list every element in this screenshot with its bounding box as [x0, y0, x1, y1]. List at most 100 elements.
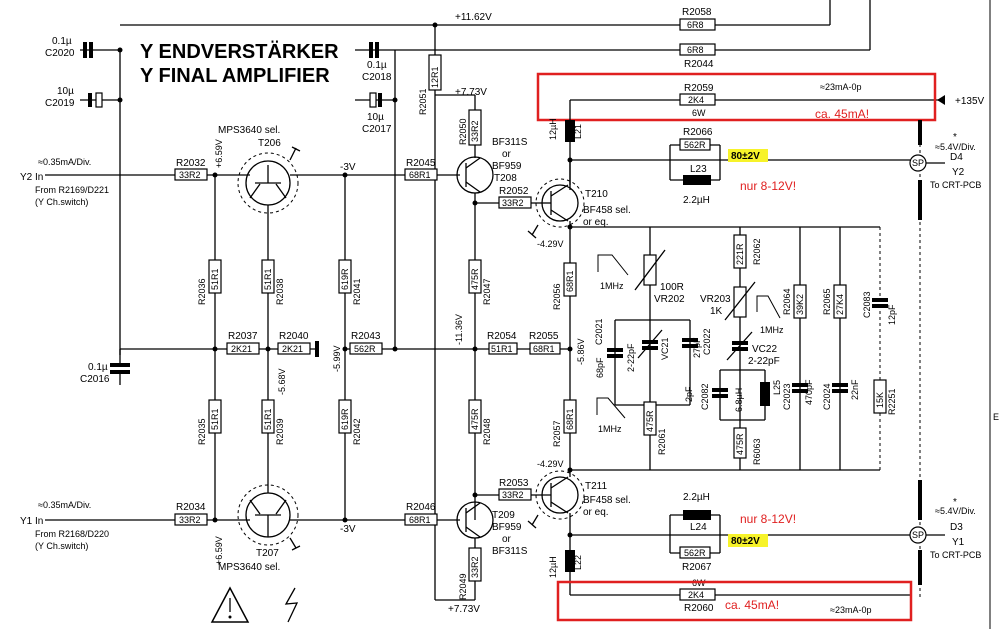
resistor-r2035: R2035 51R1: [197, 399, 222, 445]
r2056-val: 68R1: [565, 270, 575, 292]
r2043-ref: R2043: [351, 331, 381, 342]
resistor-r2039: R2039 51R1: [261, 399, 285, 445]
resistor-r2067: 562R R2067: [670, 546, 720, 573]
title-en: Y FINAL AMPLIFIER: [140, 65, 330, 87]
r2034-ref: R2034: [176, 502, 206, 513]
r2044-val: 6R8: [687, 45, 704, 55]
r2055-val: 68R1: [533, 344, 555, 354]
r2040-val: 2K21: [282, 344, 303, 354]
rail-label-11v62: +11.62V: [455, 12, 492, 23]
resistor-r2062: R2062 221R: [733, 234, 762, 269]
freq-mid: 1MHz: [760, 325, 784, 335]
vc21-ref: VC21: [660, 337, 670, 360]
c2016-ref: C2016: [80, 374, 110, 385]
y1-in-label: Y1 In: [20, 516, 43, 527]
r2043-val: 562R: [354, 344, 376, 354]
c2083-ref: C2083: [862, 291, 872, 318]
t208-or: or: [502, 149, 512, 160]
capacitor-c2016: 0.1µ C2016: [80, 362, 130, 385]
capacitor-c2021: C2021 68pF: [594, 318, 690, 405]
out-y2-div: ≈5.4V/Div.: [935, 142, 976, 152]
transistor-t209: T209 BF959 or BF311S: [456, 501, 528, 557]
r2064-ref: R2064: [782, 288, 792, 315]
resistor-r2051: R2051 12R1: [418, 25, 442, 115]
c2083-val: 12pF: [887, 304, 897, 325]
out-y1-div: ≈5.4V/Div.: [935, 506, 976, 516]
vr203-val: 1K: [710, 306, 723, 317]
resistor-r2043: R2043 562R: [349, 331, 383, 355]
output-y1: SP ≈5.4V/Div. D3 Y1 To CRT-PCB *: [909, 480, 981, 585]
r2038-ref: R2038: [275, 278, 285, 305]
annotation-nur-bot: nur 8-12V!: [740, 512, 796, 526]
r2067-val: 562R: [684, 548, 706, 558]
resistor-r2251: R2251 15K: [873, 379, 897, 415]
c2082-ref: C2082: [700, 383, 710, 410]
transistor-t211: T211 BF458 sel. or eq.: [527, 470, 631, 529]
c2019-ref: C2019: [45, 98, 75, 109]
r2065-ref: R2065: [822, 288, 832, 315]
r2052-ref: R2052: [499, 186, 529, 197]
resistor-r2046: R2046 68R1: [404, 502, 438, 526]
t208-ref: T208: [494, 173, 517, 184]
r2032-val: 33R2: [179, 170, 201, 180]
y1-div: ≈0.35mA/Div.: [38, 500, 91, 510]
potentiometer-vr203: 1MHz VR203 1K: [700, 281, 784, 335]
resistor-r2047: R2047 475R: [468, 259, 492, 305]
r2066-ref: R2066: [683, 127, 713, 138]
l23-val: 2.2µH: [683, 195, 710, 206]
r2057-ref: R2057: [552, 420, 562, 447]
r2051-ref: R2051: [418, 88, 428, 115]
capacitor-c2082: C2082 2pF: [684, 383, 728, 410]
vr203-ref: VR203: [700, 294, 731, 305]
r2037-val: 2K21: [231, 344, 252, 354]
t211-eq: or eq.: [583, 507, 609, 518]
c2022-ref: C2022: [702, 328, 712, 355]
resistor-r2054: R2054 51R1: [487, 331, 518, 355]
l24-val: 2.2µH: [683, 492, 710, 503]
rail-label-135v: +135V: [955, 96, 985, 107]
t210-ref: T210: [585, 189, 608, 200]
volt-659-bot: +6.59V: [214, 536, 224, 565]
r2251-val: 15K: [875, 392, 885, 408]
resistor-r2058: R2058 6R8: [679, 7, 716, 31]
vr202-ref: VR202: [654, 294, 685, 305]
r2052-val: 33R2: [502, 198, 524, 208]
frame-mark: E: [993, 412, 999, 422]
annotation-ca-top: ca. 45mA!: [815, 107, 869, 121]
rail-label-7v73-top: +7.73V: [455, 87, 487, 98]
r2061-val: 475R: [645, 410, 655, 432]
r2053-ref: R2053: [499, 478, 529, 489]
resistor-r2045: R2045 68R1: [404, 158, 438, 181]
volt-3v-top: -3V: [340, 162, 356, 173]
c2018-ref: C2018: [362, 72, 392, 83]
r2042-ref: R2042: [352, 418, 362, 445]
highlight-80v-top: [728, 149, 768, 162]
sp-y2: SP: [912, 158, 924, 168]
r2041-ref: R2041: [352, 278, 362, 305]
y1-switch: (Y Ch.switch): [35, 541, 88, 551]
r2036-ref: R2036: [197, 278, 207, 305]
c2082-val: 2pF: [684, 386, 694, 402]
capacitor-c2022: C2022 27pF: [682, 320, 712, 405]
volt-586: -5.86V: [576, 338, 586, 365]
vc22-val: 2-22pF: [748, 356, 780, 367]
t211-type: BF458 sel.: [583, 495, 631, 506]
resistor-r2042: R2042 619R: [338, 399, 362, 445]
l21-val: 12µH: [548, 118, 558, 140]
r2047-val: 475R: [470, 268, 480, 290]
resistor-r2044: 6R8 R2044: [435, 43, 780, 70]
transistor-t207: T207 MPS3640 sel.: [218, 484, 301, 573]
capacitor-c2019: 10µ C2019: [45, 86, 120, 109]
t207-ref: T207: [256, 548, 279, 559]
r2062-ref: R2062: [752, 238, 762, 265]
l24-ref: L24: [690, 522, 707, 533]
r2056-ref: R2056: [552, 283, 562, 310]
capacitor-c2018: 0.1µ C2018: [355, 42, 395, 83]
resistor-r2059: R2059 2K4 6W: [570, 83, 945, 118]
r2047-ref: R2047: [482, 278, 492, 305]
out-y1-dest: To CRT-PCB: [930, 550, 981, 560]
r2057-val: 68R1: [565, 408, 575, 430]
r2060-ref: R2060: [684, 603, 714, 614]
r2059-val: 2K4: [688, 95, 704, 105]
resistor-r2037: R2037 2K21: [226, 331, 260, 355]
